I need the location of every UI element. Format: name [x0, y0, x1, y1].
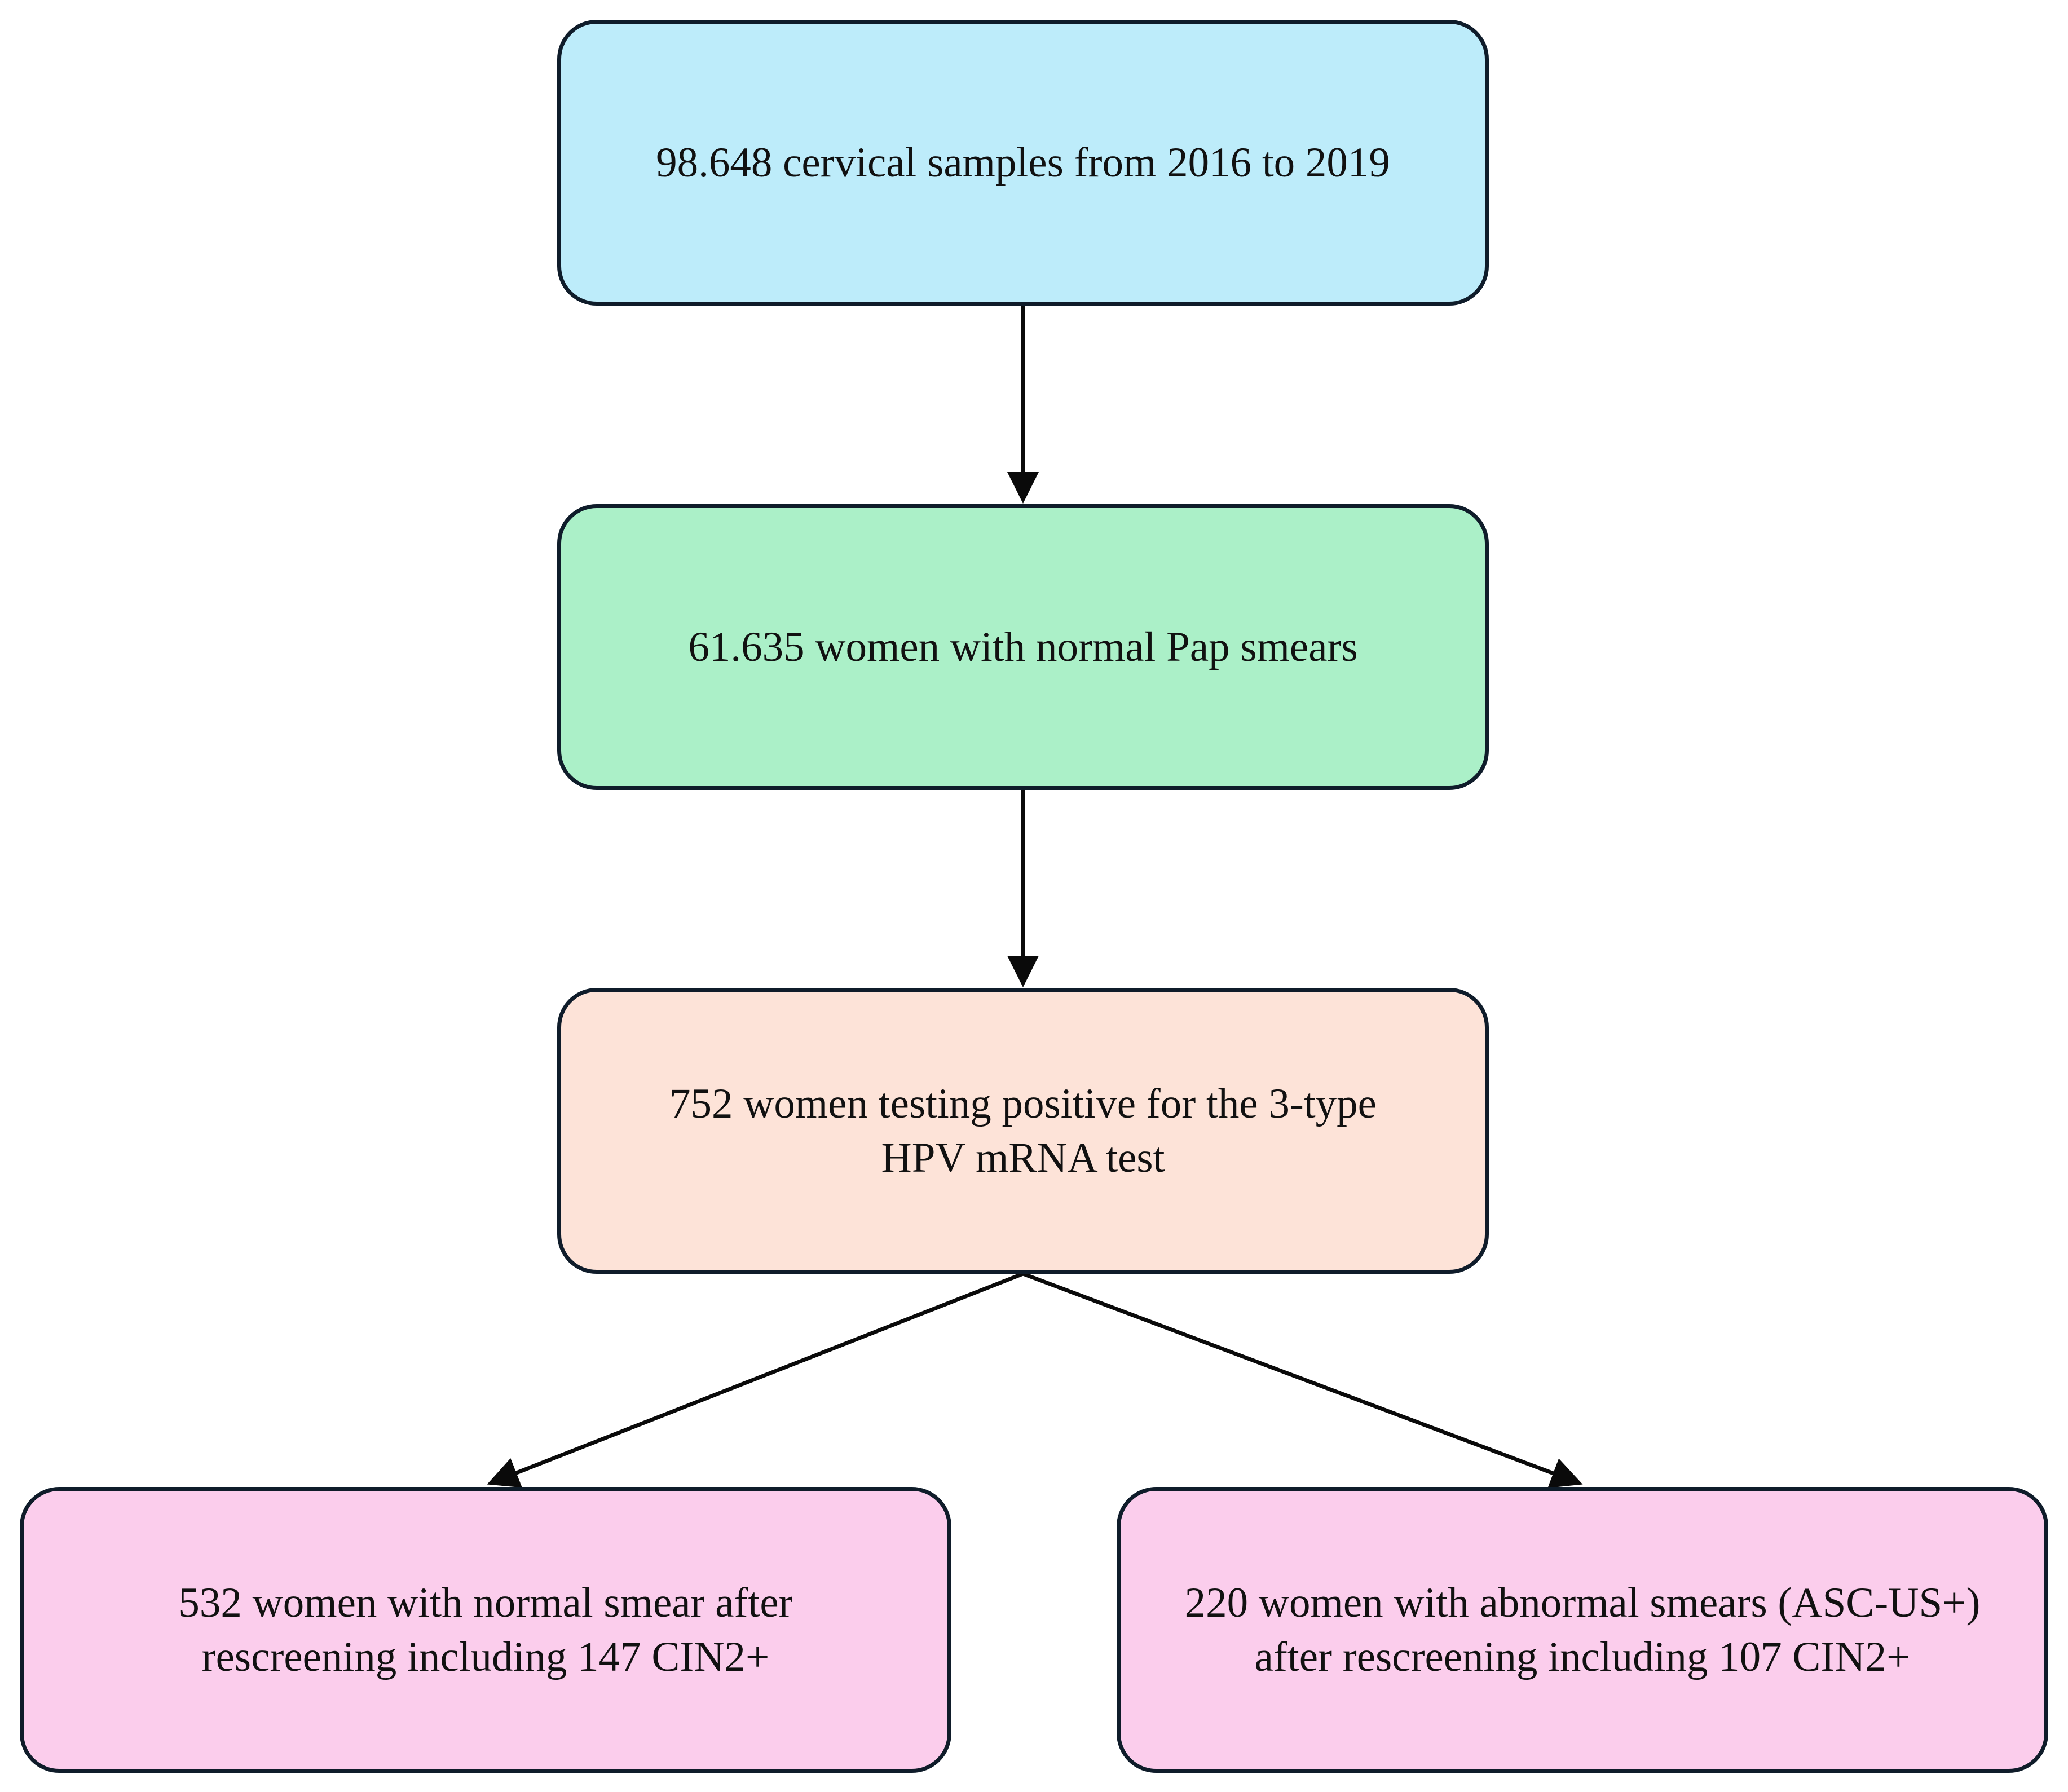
arrow-box3-to-box4: [487, 1272, 1024, 1488]
flow-box-cervical-samples-text: 98.648 cervical samples from 2016 to 201…: [656, 139, 1390, 186]
arrow-box3-to-box5: [1022, 1272, 1583, 1488]
flow-box-normal-after-rescreening: 532 women with normal smear after rescre…: [20, 1487, 951, 1773]
flow-box-hpv-mrna-positive: 752 women testing positive for the 3-typ…: [557, 988, 1489, 1274]
flow-box-abnormal-after-rescreening-text: 220 women with abnormal smears (ASC-US+)…: [1184, 1579, 1981, 1680]
flow-box-abnormal-after-rescreening: 220 women with abnormal smears (ASC-US+)…: [1117, 1487, 2048, 1773]
flow-box-hpv-mrna-positive-text: 752 women testing positive for the 3-typ…: [669, 1080, 1377, 1181]
flow-box-normal-after-rescreening-text: 532 women with normal smear after rescre…: [178, 1579, 793, 1680]
flow-box-normal-pap-smears: 61.635 women with normal Pap smears: [557, 504, 1489, 790]
flow-box-normal-pap-smears-text: 61.635 women with normal Pap smears: [688, 623, 1358, 670]
flow-box-cervical-samples: 98.648 cervical samples from 2016 to 201…: [557, 20, 1489, 306]
